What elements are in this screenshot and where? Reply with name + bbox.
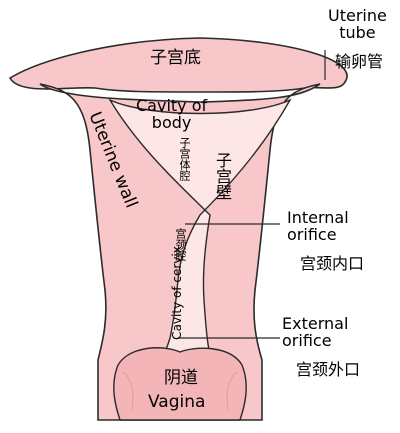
external-orifice-label-zh: 宫颈外口 bbox=[296, 360, 361, 379]
cavity-body-label-zh: 子宫体腔 bbox=[178, 137, 191, 181]
vagina-rugae bbox=[121, 371, 239, 411]
fundus-label: 子宫底 bbox=[150, 48, 201, 68]
cervix-cavity-label-zh: 宫颈腔 bbox=[174, 228, 187, 261]
vagina-label-zh: 阴道 bbox=[164, 368, 198, 388]
uterine-tube-label-zh: 输卵管 bbox=[335, 52, 384, 71]
external-orifice-label-en: External orifice bbox=[282, 314, 349, 350]
internal-orifice-label-en: Internal orifice bbox=[287, 208, 349, 244]
internal-orifice-label-zh: 宫颈内口 bbox=[300, 254, 365, 273]
uterine-tube-label-en: Uterine tube bbox=[328, 6, 387, 42]
uterine-wall-label-zh: 子宫壁 bbox=[213, 152, 232, 200]
cervix-cavity-label-en: Cavity of cervix bbox=[169, 246, 184, 340]
vagina-label-en: Vagina bbox=[148, 392, 206, 412]
cavity-body-label-en: Cavity of body bbox=[136, 96, 208, 132]
vagina-shape bbox=[113, 347, 247, 421]
uterine-cavity-shape bbox=[108, 98, 292, 361]
uterus-body-shape bbox=[39, 83, 321, 421]
